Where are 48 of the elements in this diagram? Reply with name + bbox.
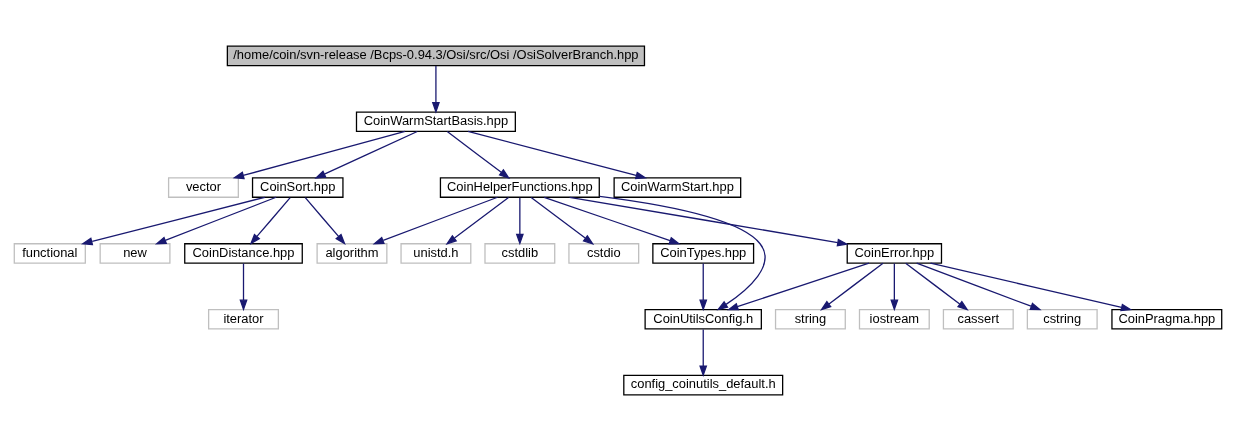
arrow: [80, 196, 266, 245]
node-box: algorithm: [316, 242, 388, 264]
node-box: CoinPragma.hpp: [1111, 308, 1223, 330]
arrow: [232, 130, 406, 179]
arrow: [699, 328, 708, 377]
arrow: [249, 196, 291, 245]
node-box: unistd.h: [400, 242, 472, 264]
node-box: cstring: [1026, 308, 1098, 330]
arrow: [929, 262, 1133, 311]
node-box: CoinWarmStartBasis.hpp: [355, 110, 516, 132]
arrow: [568, 196, 849, 246]
arrow: [304, 196, 346, 245]
node-box: /home/coin/svn-release /Bcps-0.94.3/Osi/src/Osi /OsiSolverBranch.hpp: [226, 45, 646, 66]
arrow: [726, 262, 870, 310]
arrow: [239, 262, 248, 311]
node-box: CoinUtilsConfig.h: [644, 308, 762, 330]
node-box: CoinError.hpp: [846, 242, 943, 264]
arrow: [431, 64, 440, 114]
node-box: CoinDistance.hpp: [184, 242, 303, 264]
arrow: [890, 262, 899, 311]
arrow: [446, 130, 511, 179]
node-box: cassert: [942, 308, 1014, 330]
node-box: vector: [167, 176, 239, 198]
arrow: [598, 195, 766, 310]
arrow: [445, 196, 510, 245]
arrow: [372, 196, 499, 244]
arrow: [515, 196, 524, 245]
node-box: iterator: [208, 308, 279, 330]
node-box: CoinTypes.hpp: [652, 242, 755, 264]
arrow: [905, 262, 969, 311]
arrow: [543, 196, 681, 244]
arrow: [154, 196, 277, 244]
node-box: CoinHelperFunctions.hpp: [439, 176, 600, 198]
node-box: config_coinutils_default.h: [623, 374, 784, 395]
node-box: cstdio: [568, 242, 640, 264]
node-box: cstdlib: [484, 242, 556, 264]
node-box: CoinWarmStart.hpp: [613, 176, 742, 198]
node-box: new: [99, 242, 171, 264]
arrow: [314, 130, 418, 179]
arrow: [820, 262, 884, 311]
arrow: [530, 196, 595, 245]
arrow: [916, 262, 1042, 310]
arrow: [699, 262, 708, 311]
node-box: iostream: [858, 308, 930, 330]
node-box: string: [774, 308, 846, 330]
arrow: [467, 130, 648, 179]
node-box: functional: [13, 242, 86, 264]
node-box: CoinSort.hpp: [251, 176, 344, 198]
